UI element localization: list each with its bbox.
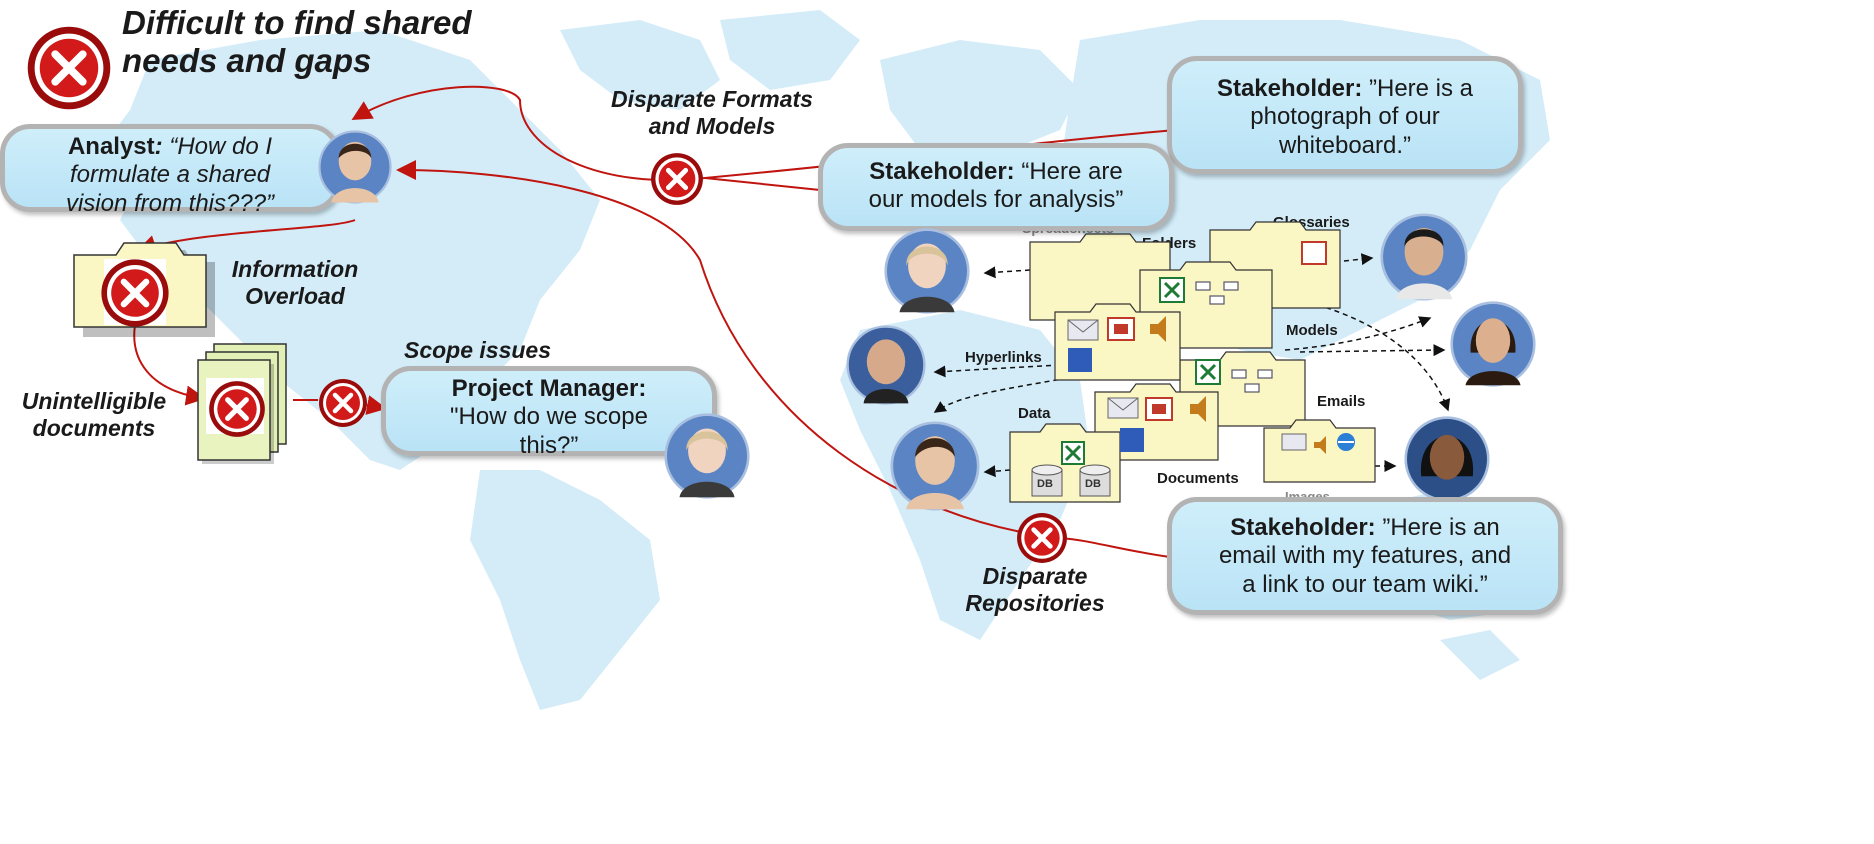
stakeholder-whiteboard-callout: Stakeholder: ”Here is a photograph of ou…	[1167, 56, 1523, 174]
x-error-icon	[101, 259, 169, 327]
powerpoint-icon	[1107, 241, 1327, 421]
audio-icon	[1150, 316, 1326, 454]
documents-label: Documents	[1157, 470, 1239, 487]
browser-icon	[1337, 433, 1355, 451]
model-diagram-icon	[1195, 281, 1273, 393]
stakeholder-avatar	[1380, 213, 1468, 301]
artifact-folders-cluster	[1009, 221, 1376, 503]
db-badge: DB	[1037, 478, 1053, 490]
analyst-avatar	[318, 130, 392, 204]
arrow-folder-to-documents	[133, 324, 206, 406]
main-title: Difficult to find shared needs and gaps	[122, 4, 472, 79]
arrow-scope-to-pm	[365, 395, 387, 415]
hyperlinks-label: Hyperlinks	[965, 349, 1042, 366]
x-error-icon	[1017, 513, 1067, 563]
database-icon	[1031, 464, 1111, 497]
project-manager-avatar	[664, 413, 750, 499]
stakeholder-avatar	[1450, 301, 1536, 387]
information-overload-label: Information Overload	[231, 256, 359, 310]
excel-icon	[1061, 277, 1221, 465]
disparate-formats-label: Disparate Formats and Models	[611, 86, 813, 140]
emails-label: Emails	[1317, 393, 1366, 410]
email-icon	[1067, 319, 1307, 451]
db-badge: DB	[1085, 478, 1101, 490]
unintelligible-documents-label: Unintelligible documents	[21, 388, 167, 442]
disparate-repositories-label: Disparate Repositories	[965, 563, 1105, 617]
stakeholder-avatar	[890, 421, 980, 511]
x-error-icon	[27, 26, 111, 110]
collaboration-problems-diagram: Difficult to find shared needs and gaps …	[0, 4, 1563, 710]
stakeholder-avatar	[1404, 416, 1490, 502]
x-error-icon	[209, 381, 265, 437]
models-label: Models	[1286, 322, 1338, 339]
project-manager-callout: Project Manager: "How do we scope this?”	[381, 366, 717, 459]
stakeholder-avatar	[846, 325, 926, 405]
analyst-role: Analyst	[67, 133, 155, 160]
stakeholder-avatar	[884, 228, 970, 314]
scope-issues-label: Scope issues	[404, 337, 552, 363]
stakeholder-models-callout: Stakeholder: “Here are our models for an…	[818, 143, 1174, 231]
arrow-repositories-to-analyst	[396, 160, 1171, 558]
data-label: Data	[1018, 405, 1051, 422]
x-error-icon	[319, 379, 367, 427]
arrow-models-link	[704, 177, 821, 191]
word-icon	[1068, 348, 1144, 452]
analyst-callout: Analyst: “How do I formulate a shared vi…	[0, 124, 340, 217]
stakeholder-email-callout: Stakeholder: ”Here is an email with my f…	[1167, 497, 1563, 615]
x-error-icon	[651, 153, 703, 205]
